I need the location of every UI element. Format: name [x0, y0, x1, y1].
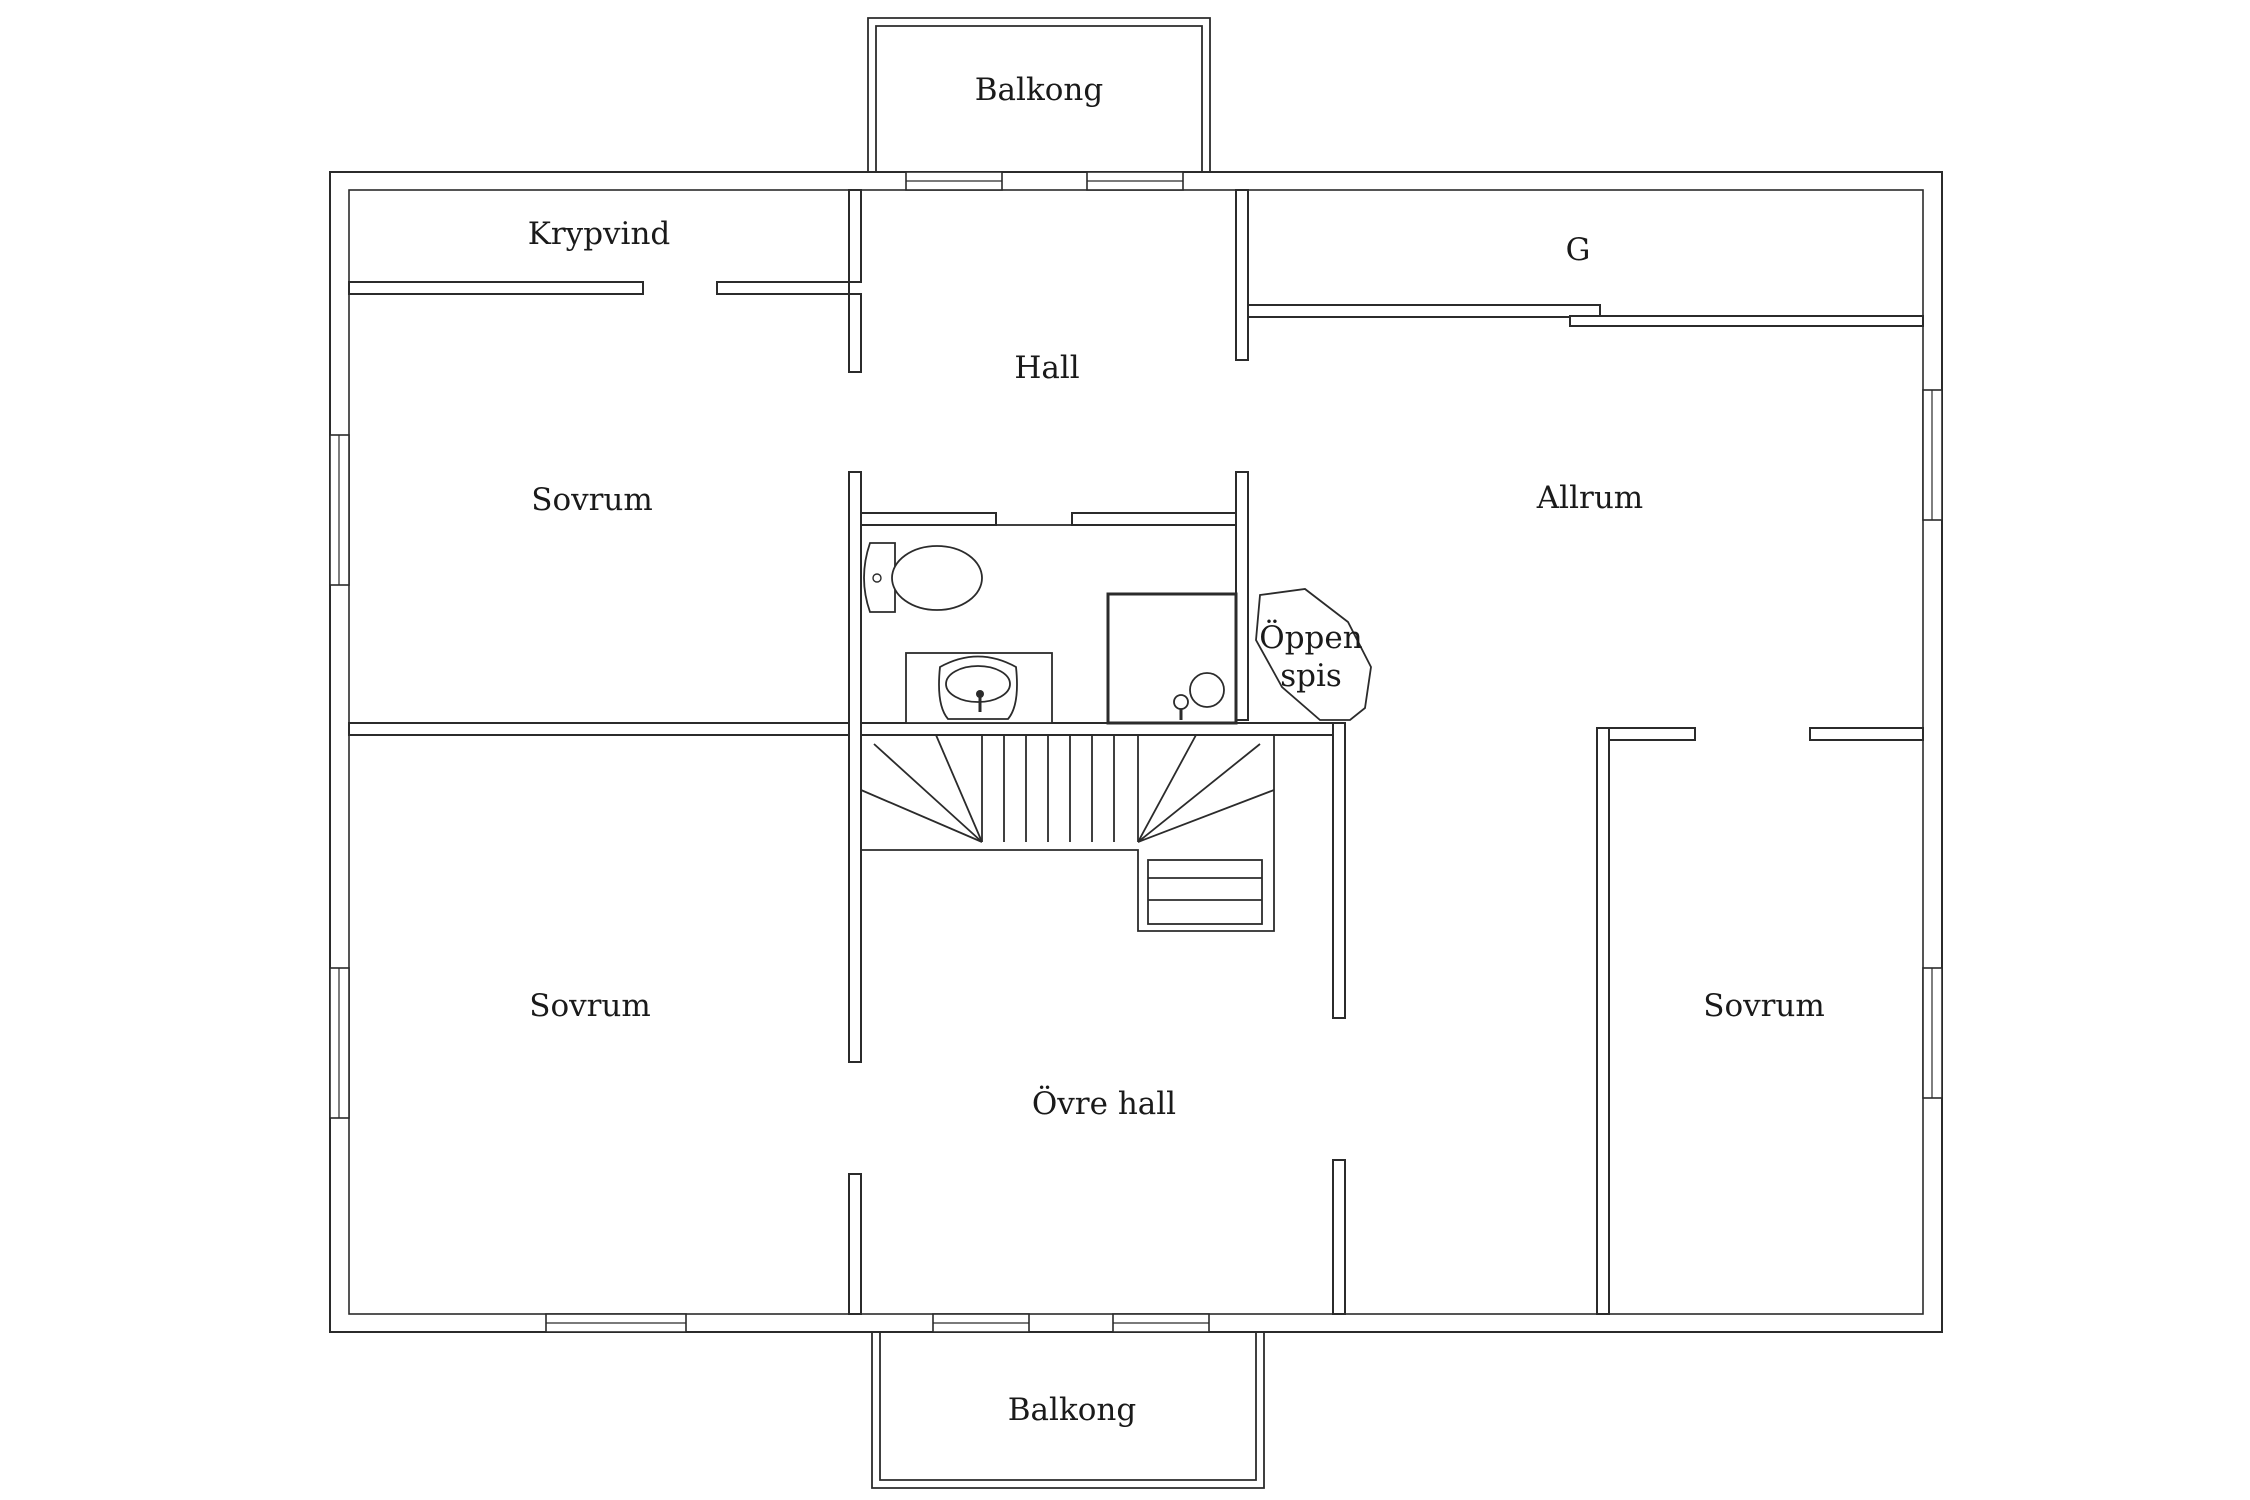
windows	[329, 171, 1943, 1333]
shower-icon	[1106, 592, 1238, 725]
interior-walls	[348, 189, 1924, 1315]
label-fireplace-line2: spis	[1280, 658, 1342, 694]
balcony-top	[867, 17, 1211, 172]
staircase	[860, 734, 1275, 932]
room-labels: Balkong Krypvind G Hall Sovrum Allrum Öp…	[528, 72, 1825, 1428]
label-fireplace-line1: Öppen	[1259, 618, 1362, 656]
balcony-bottom	[871, 1332, 1265, 1489]
label-living-room: Allrum	[1536, 480, 1643, 516]
bathroom-fixtures	[860, 524, 1238, 725]
toilet-icon	[863, 542, 983, 613]
label-upper-hall: Övre hall	[1032, 1084, 1176, 1122]
label-hall: Hall	[1014, 350, 1079, 386]
fireplace	[1255, 588, 1372, 721]
sink-icon	[905, 652, 1053, 724]
label-storage: G	[1566, 232, 1591, 268]
exterior-walls	[329, 171, 1943, 1333]
label-bedroom-e: Sovrum	[1703, 988, 1825, 1024]
label-balcony-bottom: Balkong	[1008, 1392, 1136, 1428]
label-bedroom-nw: Sovrum	[531, 482, 653, 518]
label-balcony-top: Balkong	[975, 72, 1103, 108]
label-bedroom-sw: Sovrum	[529, 988, 651, 1024]
label-crawlspace: Krypvind	[528, 216, 671, 252]
